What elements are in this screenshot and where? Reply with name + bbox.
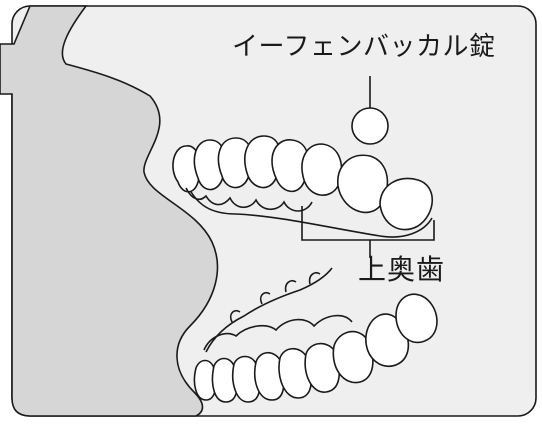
molar-bracket	[301, 206, 435, 241]
upper-tooth-8	[379, 177, 433, 231]
upper-tooth-7	[337, 154, 389, 214]
tablet-label: イーフェンバッカル錠	[232, 32, 496, 62]
lower-back-arch	[205, 267, 333, 353]
upper-gum-line	[185, 187, 313, 212]
upper-teeth	[172, 135, 433, 238]
lower-back-arch-hooks	[229, 271, 321, 323]
lower-tooth-7	[332, 330, 374, 384]
buccal-tablet	[351, 107, 389, 145]
upper-tooth-6	[301, 143, 343, 196]
upper-molar-label: 上奥歯	[358, 253, 446, 286]
face-profile	[0, 5, 219, 417]
lower-tooth-9	[395, 293, 438, 344]
lower-inner-row	[203, 314, 353, 351]
lower-tooth-6	[304, 342, 341, 393]
upper-inner-arch	[185, 181, 433, 238]
lower-teeth	[193, 267, 438, 403]
